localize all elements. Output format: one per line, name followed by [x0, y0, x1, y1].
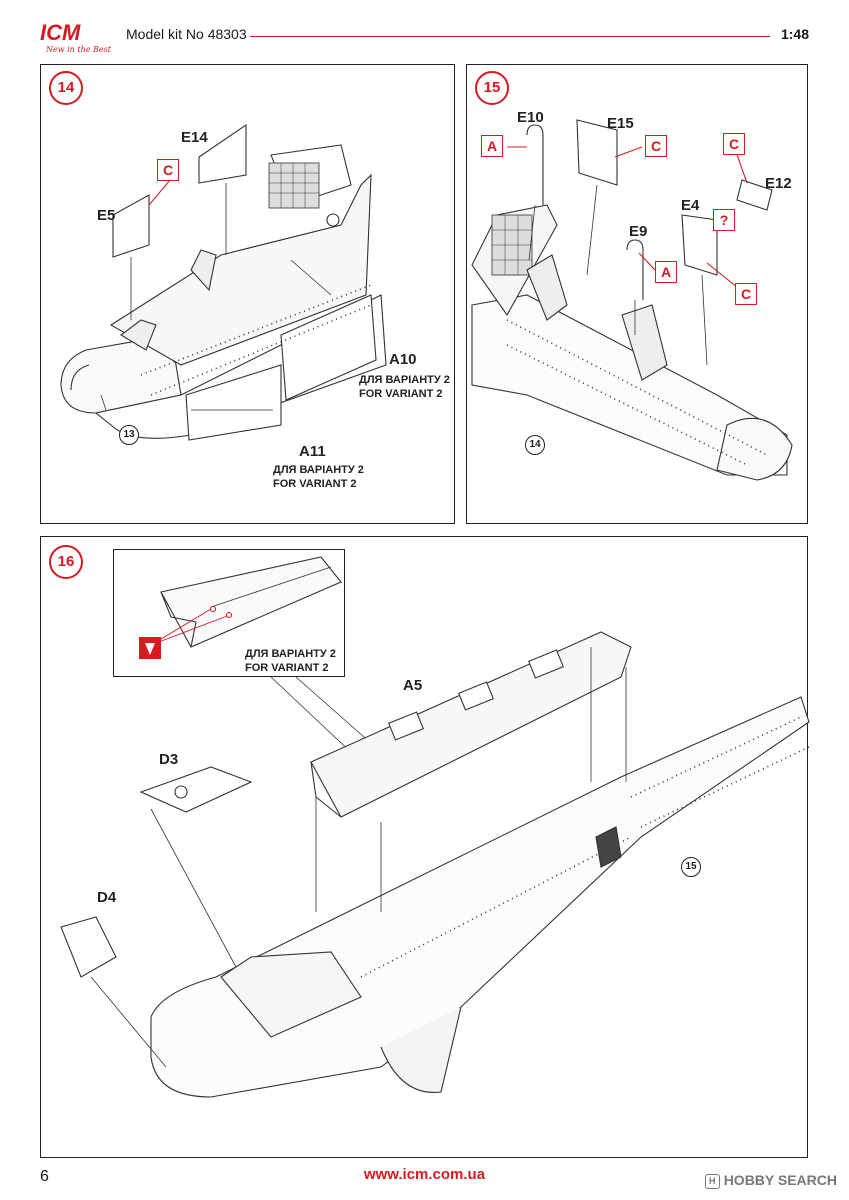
- logo-text: ICM: [40, 20, 81, 45]
- part-label-e12: E12: [765, 175, 792, 192]
- ref-step-15: 15: [681, 857, 701, 877]
- ref-step-14: 14: [525, 435, 545, 455]
- paint-tag-c: C: [735, 283, 757, 305]
- paint-tag-c: C: [723, 133, 745, 155]
- variant-inset-box: [113, 549, 345, 677]
- paint-tag-unknown: ?: [713, 209, 735, 231]
- part-label-d3: D3: [159, 751, 179, 768]
- header-divider: [250, 36, 770, 37]
- footer-website-link[interactable]: www.icm.com.ua: [363, 1166, 486, 1183]
- logo-tagline: New in the Best: [46, 45, 111, 54]
- hobby-search-icon: H: [704, 1173, 720, 1189]
- step-number-15: 15: [475, 71, 509, 105]
- part-label-e14: E14: [181, 129, 208, 146]
- watermark-text: HOBBY SEARCH: [723, 1172, 837, 1188]
- variant-note-en: FOR VARIANT 2: [245, 662, 329, 674]
- step-number-14: 14: [49, 71, 83, 105]
- inset-variant-note: ДЛЯ ВАРІАНТУ 2 FOR VARIANT 2: [245, 647, 336, 675]
- part-label-e15: E15: [607, 115, 634, 132]
- part-label-d4: D4: [97, 889, 117, 906]
- part-label-e10: E10: [517, 109, 544, 126]
- paint-tag-a: A: [481, 135, 503, 157]
- step-number-16: 16: [49, 545, 83, 579]
- part-label-a11: A11: [299, 443, 326, 460]
- variant-note-ua: ДЛЯ ВАРІАНТУ 2: [245, 648, 336, 660]
- icm-logo: ICM New in the Best: [40, 18, 120, 58]
- cockpit-rear-drawing: [471, 119, 793, 481]
- paint-tag-a: A: [655, 261, 677, 283]
- variant-note-en: FOR VARIANT 2: [273, 478, 357, 490]
- part-label-e5: E5: [97, 207, 116, 224]
- ref-step-13: 13: [119, 425, 139, 445]
- variant-note-en: FOR VARIANT 2: [359, 388, 443, 400]
- part-label-e4: E4: [681, 197, 700, 214]
- page-header: ICM New in the Best Model kit No 48303 1…: [0, 0, 849, 60]
- variant-note-ua: ДЛЯ ВАРІАНТУ 2: [359, 374, 450, 386]
- scale-label: 1:48: [780, 26, 809, 42]
- step-15-panel: 15 E10 A E15 C C E12 E4 ? E9 A C 14: [466, 64, 808, 524]
- part-label-a10: A10: [389, 351, 417, 368]
- kit-number: Model kit No 48303: [126, 26, 247, 42]
- a11-variant-note: ДЛЯ ВАРІАНТУ 2 FOR VARIANT 2: [273, 463, 364, 491]
- part-label-a5: A5: [403, 677, 423, 694]
- step-14-panel: 14 E14 C E5 A10 ДЛЯ ВАРІАНТУ 2 FOR VARIA…: [40, 64, 455, 524]
- page-number: 6: [40, 1168, 49, 1185]
- part-label-e9: E9: [629, 223, 648, 240]
- step-16-panel: 16 ДЛЯ ВАРІАНТУ 2 FOR VARIANT 2 A5 D3 D4…: [40, 536, 810, 1158]
- fuselage-assembly-drawing: [60, 556, 810, 1098]
- a10-variant-note: ДЛЯ ВАРІАНТУ 2 FOR VARIANT 2: [359, 373, 450, 401]
- variant-note-ua: ДЛЯ ВАРІАНТУ 2: [273, 464, 364, 476]
- paint-tag-c: C: [157, 159, 179, 181]
- cockpit-front-drawing: [60, 123, 387, 441]
- paint-tag-c: C: [645, 135, 667, 157]
